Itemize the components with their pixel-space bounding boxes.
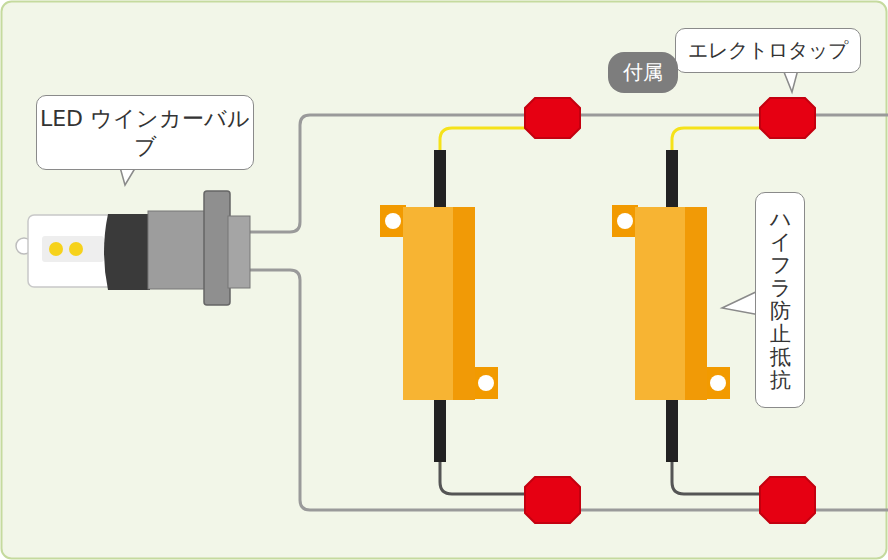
callout-text: ハイフラ防止抵抗 — [770, 208, 791, 393]
black-lead — [666, 398, 678, 462]
black-lead — [434, 150, 446, 210]
grey-lead — [672, 460, 772, 494]
resistor-symbol — [612, 205, 730, 400]
badge-pill: 付属 — [608, 52, 678, 93]
yellow-lead — [672, 128, 772, 152]
electro-tap — [525, 98, 815, 523]
black-lead — [434, 398, 446, 462]
yellow-lead — [440, 128, 540, 152]
callout-text: エレクトロタップ — [688, 38, 848, 63]
callout-text: LED ウインカーバルブ — [37, 105, 253, 160]
callout-bubble: エレクトロタップ — [675, 28, 861, 73]
black-lead — [666, 150, 678, 210]
led-bulb — [16, 191, 250, 305]
callout-bubble: LED ウインカーバルブ — [36, 95, 254, 170]
callout-text: 付属 — [623, 60, 663, 85]
callout-bubble: ハイフラ防止抵抗 — [755, 192, 805, 408]
resistor-symbol — [380, 205, 498, 400]
